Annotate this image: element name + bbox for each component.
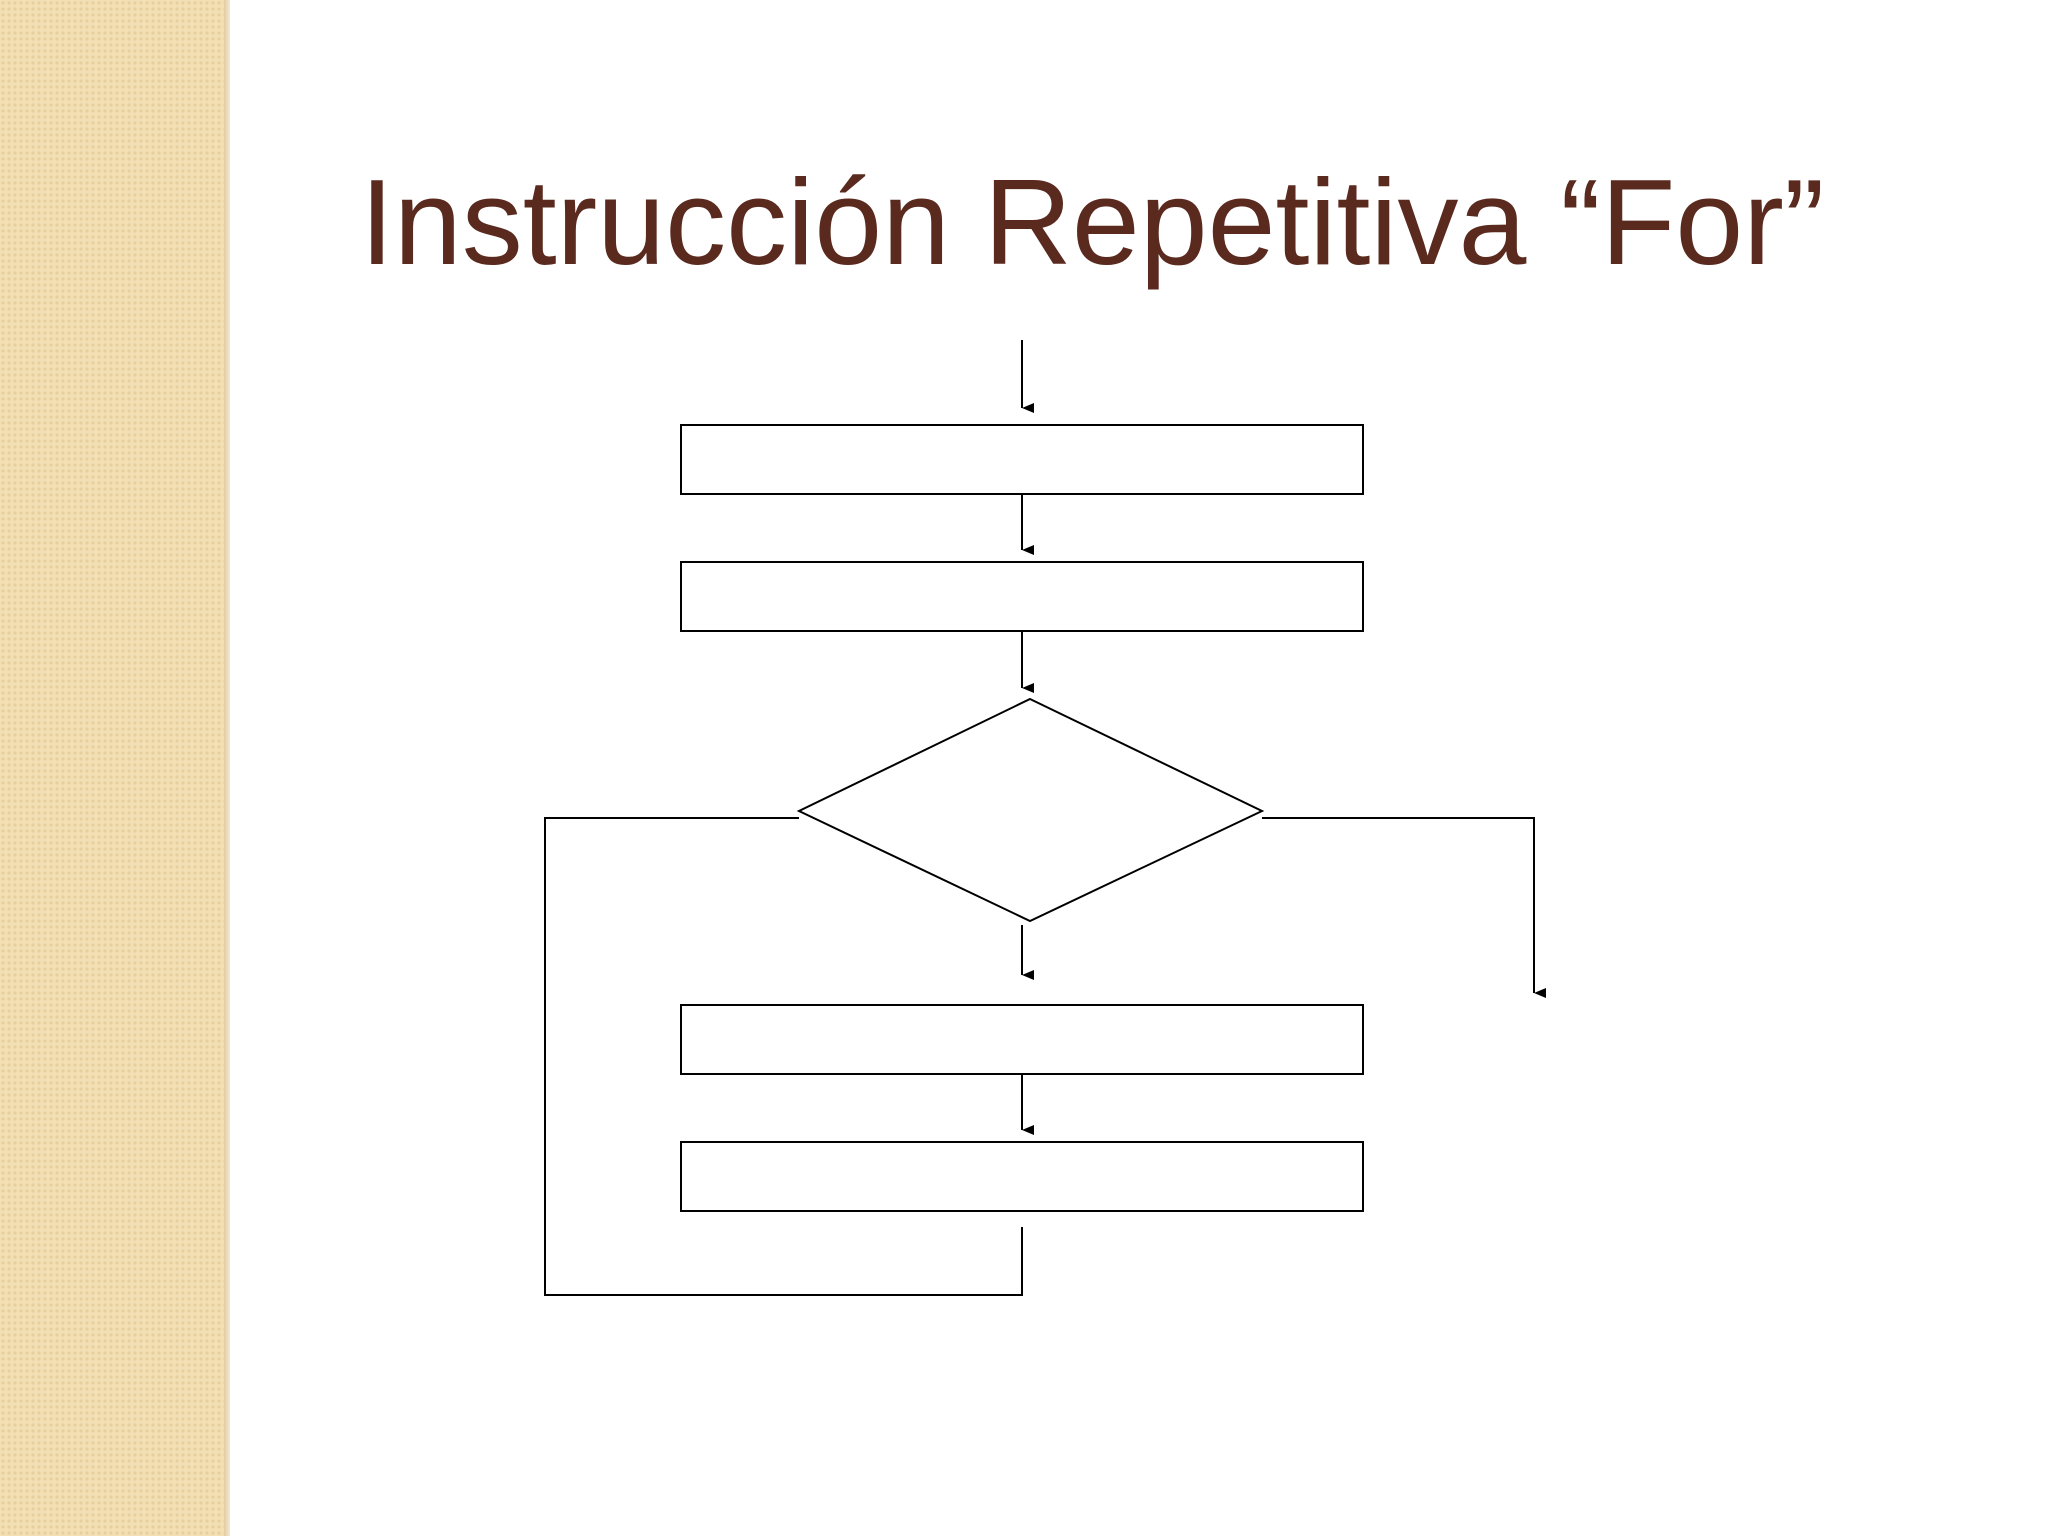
slide-title: Instrucción Repetitiva “For” [360,154,1825,290]
sidebar-edge [224,0,230,1536]
decorative-sidebar [0,0,228,1536]
decision-diamond [796,697,1265,923]
exit-branch-line [1262,817,1546,998]
process-box-1 [680,424,1364,495]
process-box-4 [680,1141,1364,1212]
loop-back-line [544,817,1023,1296]
process-box-2 [680,561,1364,632]
process-box-3 [680,1004,1364,1075]
